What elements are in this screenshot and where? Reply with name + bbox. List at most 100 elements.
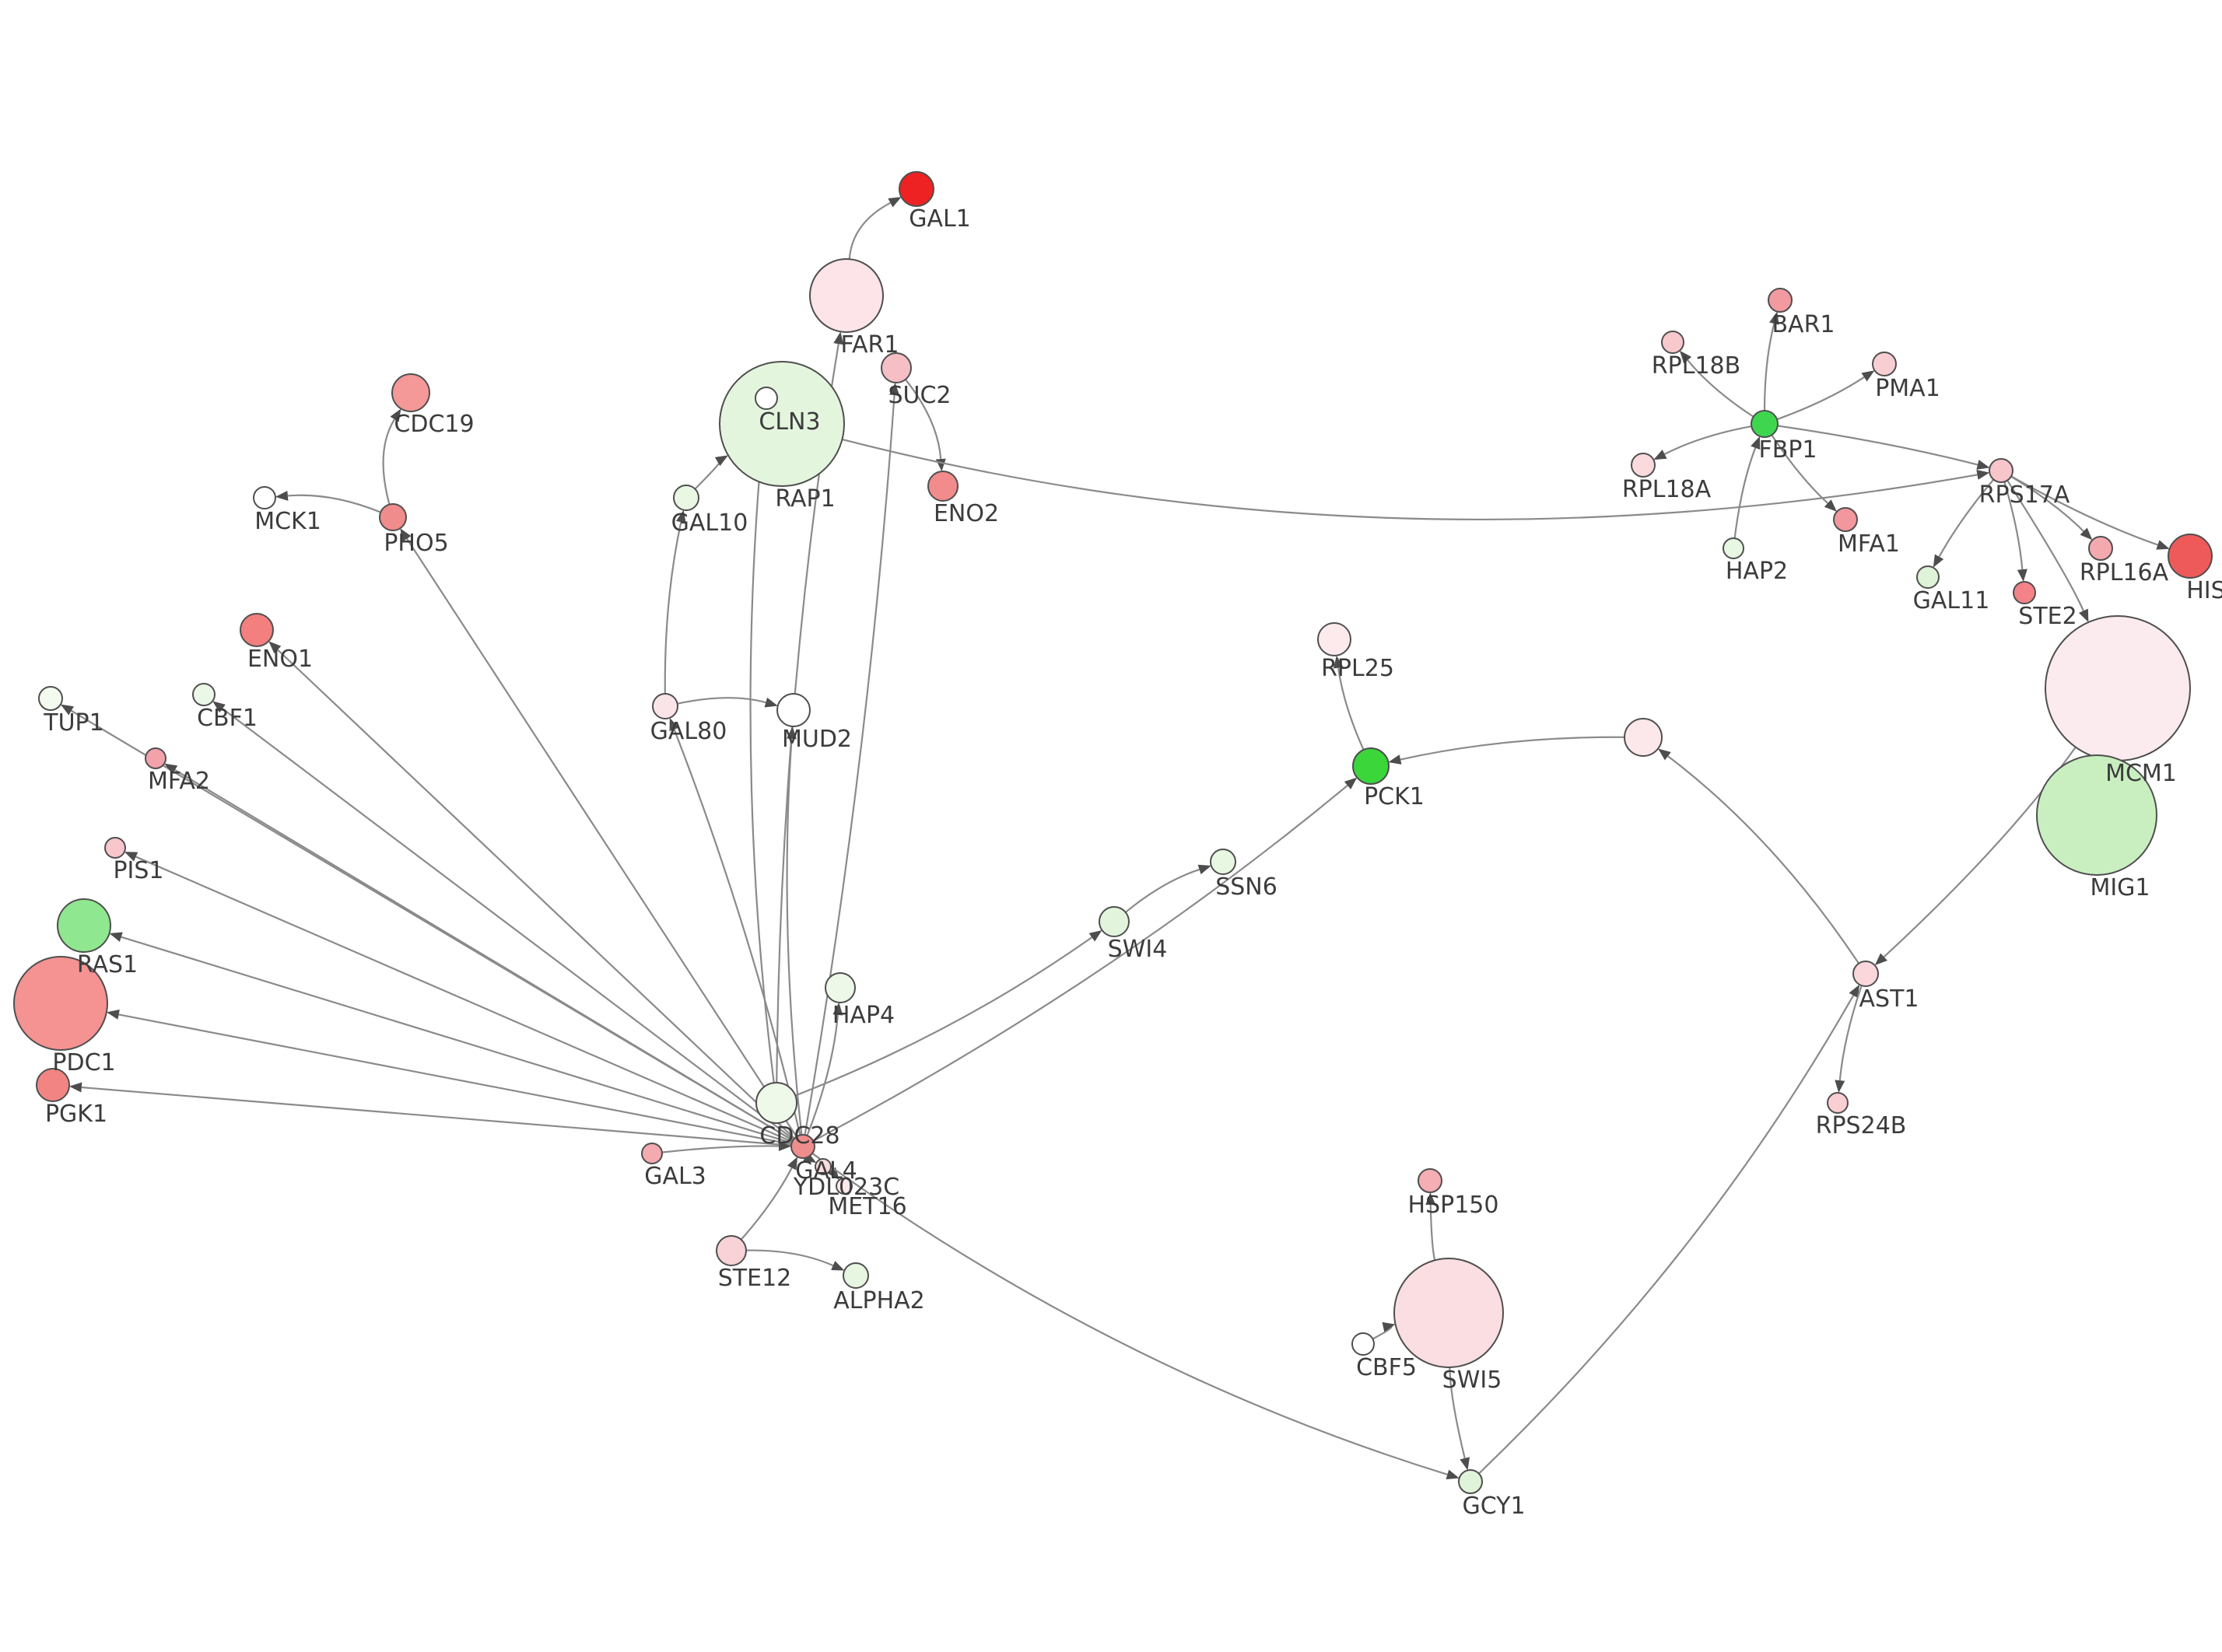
node-HSP150[interactable] <box>1418 1168 1442 1193</box>
edge-RPS17A-GAL11[interactable] <box>1938 478 1995 558</box>
node-FAR1[interactable] <box>809 258 884 333</box>
node-GAL11[interactable] <box>1916 565 1940 589</box>
edge-STE12-ALPHA2[interactable] <box>745 1249 834 1267</box>
edge-GAL4-RAS1[interactable] <box>121 936 792 1144</box>
edge-GAL4-HAP4[interactable] <box>806 1014 839 1136</box>
edge-GAL10-RAP1[interactable] <box>694 460 722 490</box>
node-ALPHA2[interactable] <box>843 1262 869 1289</box>
node-CLN3[interactable] <box>755 387 778 410</box>
node-YDL023C[interactable] <box>815 1158 832 1175</box>
edge-GAL4-PGK1[interactable] <box>81 1086 792 1146</box>
edge-GAL4-PIS1[interactable] <box>135 856 793 1143</box>
node-MCM1[interactable] <box>2045 615 2191 761</box>
edge-SWI5-GCY1[interactable] <box>1449 1367 1466 1459</box>
edge-CDC28-CLN3[interactable] <box>749 421 775 1083</box>
node-RPL25[interactable] <box>1317 622 1351 656</box>
edge-RAP1-RPS17A[interactable] <box>842 438 1978 520</box>
edge-FAR1-GAL1[interactable] <box>848 201 891 260</box>
node-SSN6[interactable] <box>1210 849 1236 875</box>
node-TUP1[interactable] <box>38 686 63 711</box>
edge-RPS17A-STE2[interactable] <box>2003 481 2024 570</box>
node-GAL80[interactable] <box>652 693 678 719</box>
node-GAL1[interactable] <box>899 171 934 207</box>
edge-PHO5-CDC19[interactable] <box>382 418 395 505</box>
node-n_unlabeled[interactable] <box>1624 718 1663 757</box>
node-BAR1[interactable] <box>1768 288 1793 313</box>
edge-PHO5-MCK1[interactable] <box>287 494 381 513</box>
edge-RPS17A-MCM1[interactable] <box>2006 480 2084 611</box>
edge-GAL4-PDC1[interactable] <box>118 1013 792 1146</box>
node-CDC19[interactable] <box>391 373 430 412</box>
node-AST1[interactable] <box>1852 961 1879 987</box>
edge-FBP1-MFA1[interactable] <box>1771 434 1828 504</box>
node-RPL18A[interactable] <box>1631 453 1656 478</box>
node-PGK1[interactable] <box>36 1068 70 1102</box>
edge-MCM1-AST1[interactable] <box>1883 746 2077 958</box>
edge-GAL4-CBF1[interactable] <box>222 708 794 1140</box>
node-STE12[interactable] <box>716 1235 747 1266</box>
node-HAP2[interactable] <box>1723 537 1744 559</box>
edge-GAL4-PCK1[interactable] <box>812 785 1348 1142</box>
node-STE2[interactable] <box>2013 581 2036 604</box>
node-GAL4[interactable] <box>790 1134 815 1159</box>
node-HIS4[interactable] <box>2168 534 2213 579</box>
edge-FBP1-RPL18A[interactable] <box>1664 425 1752 455</box>
edge-GAL4-MFA2[interactable] <box>174 768 794 1142</box>
edge-n_unlabeled-PCK1[interactable] <box>1400 736 1625 761</box>
node-HAP4[interactable] <box>825 972 856 1003</box>
edge-FBP1-RPS17A[interactable] <box>1777 425 1978 466</box>
node-MFA2[interactable] <box>145 747 166 769</box>
edge-RPS17A-HIS4[interactable] <box>2010 475 2158 546</box>
edge-SUC2-ENO2[interactable] <box>904 379 942 460</box>
node-SWI5[interactable] <box>1393 1258 1504 1368</box>
edge-GAL4-GCY1[interactable] <box>811 1152 1448 1475</box>
edge-AST1-RPS24B[interactable] <box>1838 985 1863 1081</box>
node-RAS1[interactable] <box>57 898 111 953</box>
node-SUC2[interactable] <box>881 352 912 383</box>
node-RPS24B[interactable] <box>1827 1092 1849 1114</box>
node-GAL10[interactable] <box>673 485 699 511</box>
edge-GAL3-GAL4[interactable] <box>661 1145 780 1153</box>
edge-GAL4-SUC2[interactable] <box>804 394 895 1136</box>
node-PHO5[interactable] <box>379 503 407 531</box>
node-RAP1[interactable] <box>719 361 845 487</box>
node-CBF1[interactable] <box>192 683 216 706</box>
node-GCY1[interactable] <box>1458 1469 1483 1494</box>
node-ENO1[interactable] <box>240 613 274 647</box>
edge-FBP1-RPL18B[interactable] <box>1687 359 1754 418</box>
edge-GAL80-GAL10[interactable] <box>664 522 682 695</box>
node-PMA1[interactable] <box>1872 352 1897 376</box>
edge-GAL4-MUD2[interactable] <box>786 738 803 1136</box>
node-ENO2[interactable] <box>927 471 959 502</box>
edge-CDC28-SWI4[interactable] <box>794 936 1093 1097</box>
edge-GAL4-ENO1[interactable] <box>277 649 795 1139</box>
node-MIG1[interactable] <box>2036 754 2157 876</box>
node-GAL3[interactable] <box>641 1143 663 1164</box>
edge-FBP1-BAR1[interactable] <box>1763 323 1775 411</box>
edge-STE12-GAL4[interactable] <box>740 1167 793 1241</box>
node-MET16[interactable] <box>836 1178 853 1195</box>
node-MUD2[interactable] <box>776 693 811 727</box>
edge-PCK1-RPL25[interactable] <box>1337 667 1365 751</box>
edge-GAL80-MUD2[interactable] <box>677 697 766 705</box>
edge-HAP2-FBP1[interactable] <box>1733 447 1757 539</box>
node-CBF5[interactable] <box>1351 1332 1375 1356</box>
node-PCK1[interactable] <box>1352 747 1390 785</box>
node-RPL16A[interactable] <box>2088 536 2113 561</box>
edge-SWI4-SSN6[interactable] <box>1124 868 1200 913</box>
node-PIS1[interactable] <box>104 837 126 859</box>
node-FBP1[interactable] <box>1751 410 1779 438</box>
node-RPL18B[interactable] <box>1661 331 1684 354</box>
node-RPS17A[interactable] <box>1989 458 2013 483</box>
edge-AST1-n_unlabeled[interactable] <box>1667 755 1860 964</box>
node-CDC28[interactable] <box>755 1082 797 1124</box>
edge-GCY1-AST1[interactable] <box>1478 995 1855 1475</box>
node-MCK1[interactable] <box>253 486 276 509</box>
edge-SWI5-HSP150[interactable] <box>1429 1204 1436 1261</box>
edge-FBP1-PMA1[interactable] <box>1776 376 1865 421</box>
edge-GAL4-PHO5[interactable] <box>406 538 797 1138</box>
node-MFA1[interactable] <box>1833 507 1858 532</box>
edge-GAL4-GAL80[interactable] <box>673 729 801 1136</box>
